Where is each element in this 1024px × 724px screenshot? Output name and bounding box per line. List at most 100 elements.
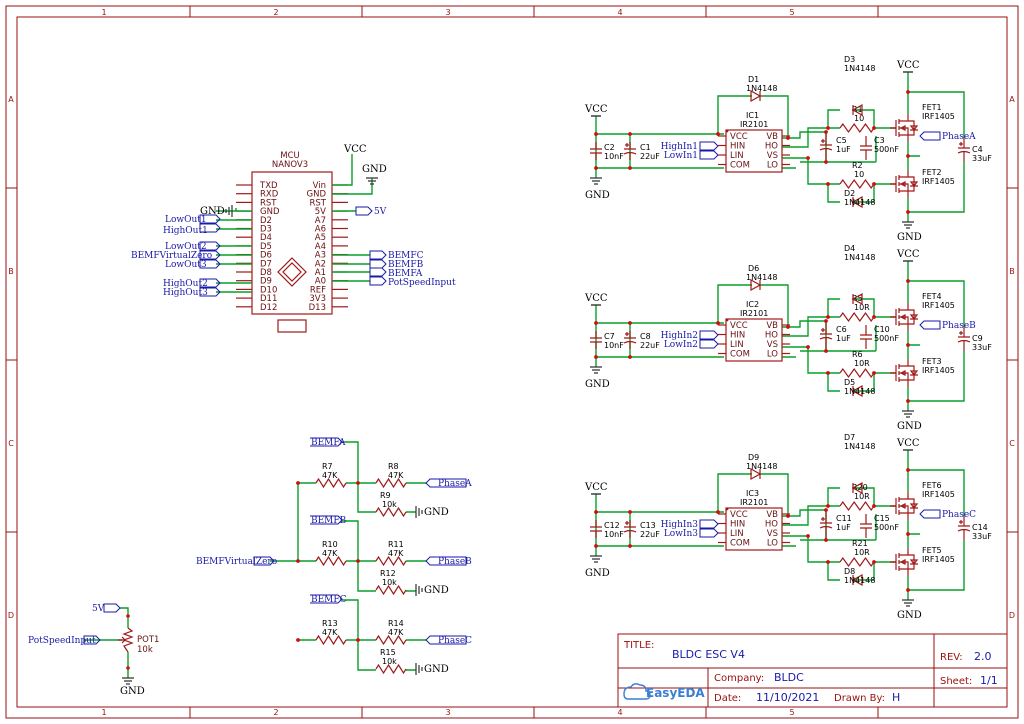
diode-ref: D4: [844, 244, 855, 253]
mcu-body: [251, 171, 333, 315]
resistor-val: 10R: [854, 359, 870, 368]
junction-dot: [296, 559, 300, 563]
bemf-flag: [310, 437, 343, 447]
pot-val: 10k: [137, 645, 153, 655]
gate-diode-D7: [851, 481, 863, 495]
junction-dot: [906, 279, 910, 283]
mcu-left-pin-label: RXD: [260, 190, 279, 200]
fet-part: IRF1405: [922, 112, 955, 121]
resistor-ref: R20: [852, 483, 868, 492]
junction-dot: [906, 588, 910, 592]
mcu-left-pin-label: D11: [260, 294, 277, 304]
divider-resistor-R11: [375, 555, 407, 567]
mosfet-FET2: [890, 170, 919, 198]
company-value: BLDC: [774, 671, 804, 684]
rev-value: 2.0: [974, 650, 992, 663]
ic-pin-right: VB: [766, 132, 778, 142]
gnd-label-left: GND: [585, 190, 610, 201]
ic-pin-right: LO: [767, 539, 778, 549]
ground-icon: [415, 663, 423, 675]
diode-part: 1N4148: [844, 198, 875, 207]
mcu-left-pin-label: TXD: [259, 181, 278, 191]
mcu-right-pin-label: A4: [315, 242, 326, 252]
net-potspeed-mcu: PotSpeedInput: [388, 278, 456, 288]
mcu-part: NANOV3: [272, 160, 308, 170]
title-value: BLDC ESC V4: [672, 648, 745, 661]
mcu-net-wiring: [216, 154, 373, 293]
mcu-chip-icon: [277, 257, 307, 287]
gate-diode-D4: [851, 292, 863, 306]
ic-ref: IC1: [746, 111, 759, 120]
divider-resistor-R9: [375, 506, 407, 518]
junction-dot: [628, 510, 632, 514]
junction-dot: [806, 156, 810, 160]
mcu-left-pin-label: RST: [260, 198, 277, 208]
net-bemfb: BEMFB: [311, 516, 347, 526]
mcu-right-pin-label: D13: [309, 303, 326, 313]
gnd-label-left: GND: [585, 379, 610, 390]
net-bemfa: BEMFA: [311, 438, 346, 448]
vcc-label-left: VCC: [584, 293, 608, 304]
junction-dot: [356, 638, 360, 642]
resistor-ref: R14: [388, 619, 404, 628]
junction-dot: [806, 534, 810, 538]
resistor-val: 10k: [382, 657, 397, 666]
col-marker-top: 3: [445, 8, 450, 17]
gate-resistor-R21: [839, 556, 875, 568]
net-highin2-flag: [699, 330, 719, 340]
gnd-label-right: GND: [897, 610, 922, 621]
mcu-right-pin-label: 3V3: [309, 294, 326, 304]
resistor-val: 10R: [854, 303, 870, 312]
resistor-val: 47K: [322, 471, 338, 480]
ic-ref: IC2: [746, 300, 759, 309]
net-lowin2: LowIn2: [664, 340, 698, 350]
divider-resistor-R14: [375, 634, 407, 646]
cap-val: 1uF: [836, 145, 851, 154]
ground-icon: [590, 555, 602, 563]
date-value: 11/10/2021: [756, 691, 819, 704]
resistor-ref: R6: [852, 350, 863, 359]
net-highin3: HighIn3: [661, 520, 699, 530]
bemf-divider-network: R747KR847KR910kGNDBEMFAPhaseAR1047KR1147…: [196, 437, 472, 675]
resistor-ref: R9: [380, 491, 391, 500]
net-bemfb-mcu: BEMFB: [388, 260, 424, 270]
resistor-ref: R8: [388, 462, 399, 471]
ic-ref: IC3: [746, 489, 759, 498]
diode-ref: D9: [748, 453, 759, 462]
net-phaseb-flag: [919, 320, 941, 330]
ic-body: [725, 507, 783, 551]
cap-val: 10nF: [604, 530, 624, 539]
bemf-flag: [310, 594, 343, 604]
diode-ref: D6: [748, 264, 759, 273]
cap-val: 500nF: [874, 523, 899, 532]
resistor-ref: R13: [322, 619, 338, 628]
gate-driver-stages: VCCGNDVCCGNDC210nFC122uFD11N4148IC1IR210…: [584, 55, 992, 621]
cap-ref: C5: [836, 136, 847, 145]
col-marker-top: 5: [789, 8, 794, 17]
vcc-label-left: VCC: [584, 104, 608, 115]
mcu-right-pin-label: A2: [315, 259, 326, 269]
ic-pin-left: VCC: [730, 321, 748, 331]
mcu-left-pin-label: D3: [260, 225, 272, 235]
row-marker-right: C: [1009, 439, 1015, 448]
path: [595, 72, 965, 222]
ground-icon: [902, 410, 914, 418]
net-5v-pot: 5V: [92, 604, 105, 614]
fet-ref: FET4: [922, 292, 942, 301]
ic-pin-left: HIN: [730, 520, 745, 530]
capacitor-C5: [819, 134, 833, 160]
vcc-label-right: VCC: [896, 249, 920, 260]
ic-pin-left: LIN: [730, 340, 744, 350]
cap-ref: C12: [604, 521, 620, 530]
junction-dot: [824, 319, 828, 323]
net-lowin1-flag: [699, 150, 719, 160]
diode-ref: D1: [748, 75, 759, 84]
resistor-val: 47K: [388, 471, 404, 480]
capacitor-C15: [860, 514, 872, 538]
mcu-left-pin-label: D8: [260, 268, 272, 278]
ic-pin-left: VCC: [730, 510, 748, 520]
phase-flag: [425, 635, 467, 645]
junction-dot: [296, 481, 300, 485]
